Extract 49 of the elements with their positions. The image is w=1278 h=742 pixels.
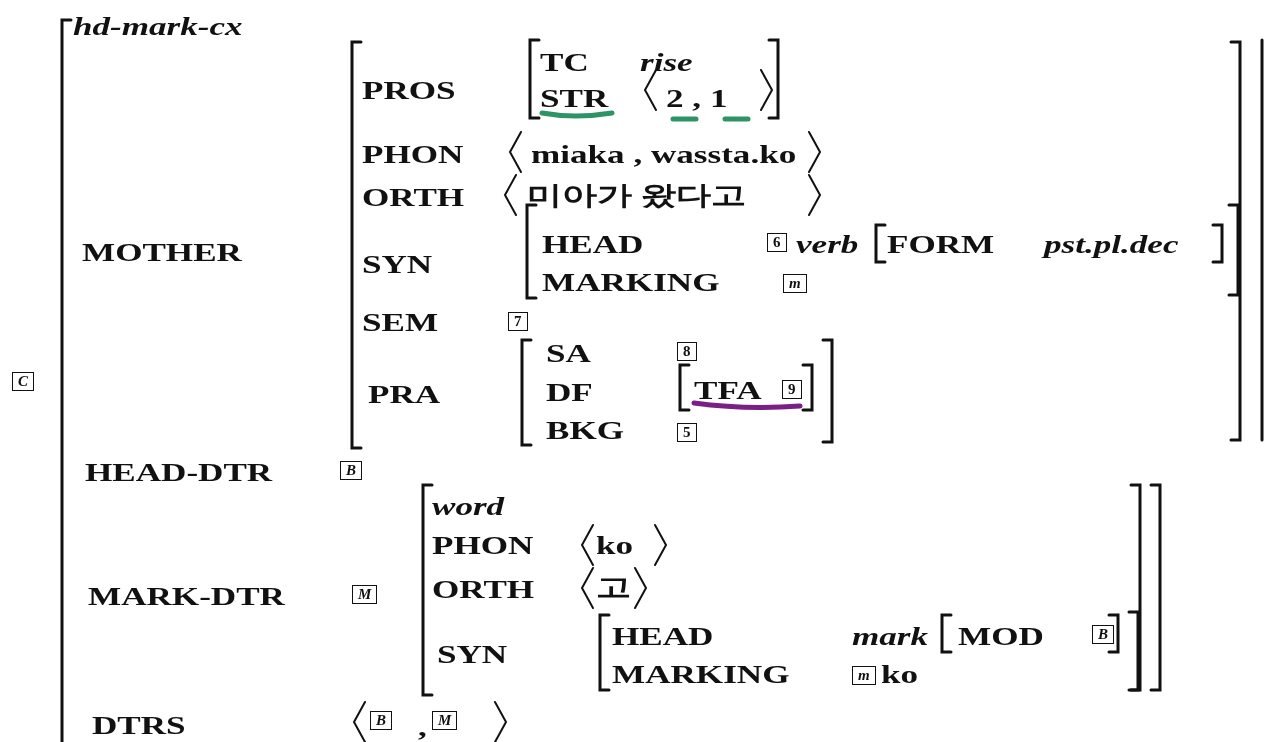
- separator: ,: [418, 715, 427, 741]
- tag-box: 6: [767, 233, 787, 252]
- feature-name: SEM: [362, 310, 439, 336]
- feature-value: miaka , wassta.ko: [531, 142, 797, 168]
- feature-value: rise: [640, 50, 693, 76]
- feature-name: MARK-DTR: [88, 584, 285, 610]
- feature-value: 2 , 1: [666, 86, 728, 112]
- feature-name: BKG: [546, 418, 625, 444]
- tag-box: B: [370, 711, 392, 730]
- feature-value: 고: [596, 575, 632, 601]
- feature-name: PROS: [362, 78, 456, 104]
- feature-name: HEAD-DTR: [85, 460, 273, 486]
- tag-box: M: [432, 711, 458, 730]
- feature-name: DTRS: [92, 713, 186, 739]
- feature-name: MARKING: [542, 270, 720, 296]
- tag-box: 9: [782, 380, 802, 399]
- tag-box: m: [783, 274, 807, 293]
- tag-box: 8: [677, 342, 697, 361]
- feature-name: PHON: [362, 142, 464, 168]
- feature-name: FORM: [887, 232, 995, 258]
- feature-name: SYN: [362, 252, 433, 278]
- feature-name: ORTH: [362, 185, 465, 211]
- feature-name: STR: [540, 86, 609, 112]
- type-label: hd-mark-cx: [73, 14, 243, 40]
- type-label: word: [432, 494, 505, 520]
- type-label: mark: [852, 624, 929, 650]
- feature-value: ko: [880, 662, 918, 688]
- feature-name: ORTH: [432, 577, 535, 603]
- feature-name: MARKING: [612, 662, 790, 688]
- feature-name: SYN: [437, 642, 508, 668]
- tag-box: B: [340, 461, 362, 480]
- tag-box: C: [12, 372, 34, 391]
- feature-name: HEAD: [612, 624, 714, 650]
- feature-value: ko: [596, 533, 634, 559]
- feature-value: 미아가 왔다고: [527, 183, 747, 209]
- tag-box: B: [1092, 625, 1114, 644]
- tag-box: 5: [677, 423, 697, 442]
- tag-box: 7: [508, 312, 528, 331]
- feature-name: TC: [540, 50, 589, 76]
- feature-name: SA: [546, 341, 591, 367]
- feature-name: DF: [546, 380, 593, 406]
- feature-name: MOD: [958, 624, 1044, 650]
- feature-name: MOTHER: [82, 240, 242, 266]
- feature-name: TFA: [694, 378, 762, 404]
- feature-name: PRA: [368, 382, 441, 408]
- feature-name: HEAD: [542, 232, 644, 258]
- tag-box: M: [352, 585, 378, 604]
- type-label: verb: [796, 232, 859, 258]
- feature-name: PHON: [432, 533, 534, 559]
